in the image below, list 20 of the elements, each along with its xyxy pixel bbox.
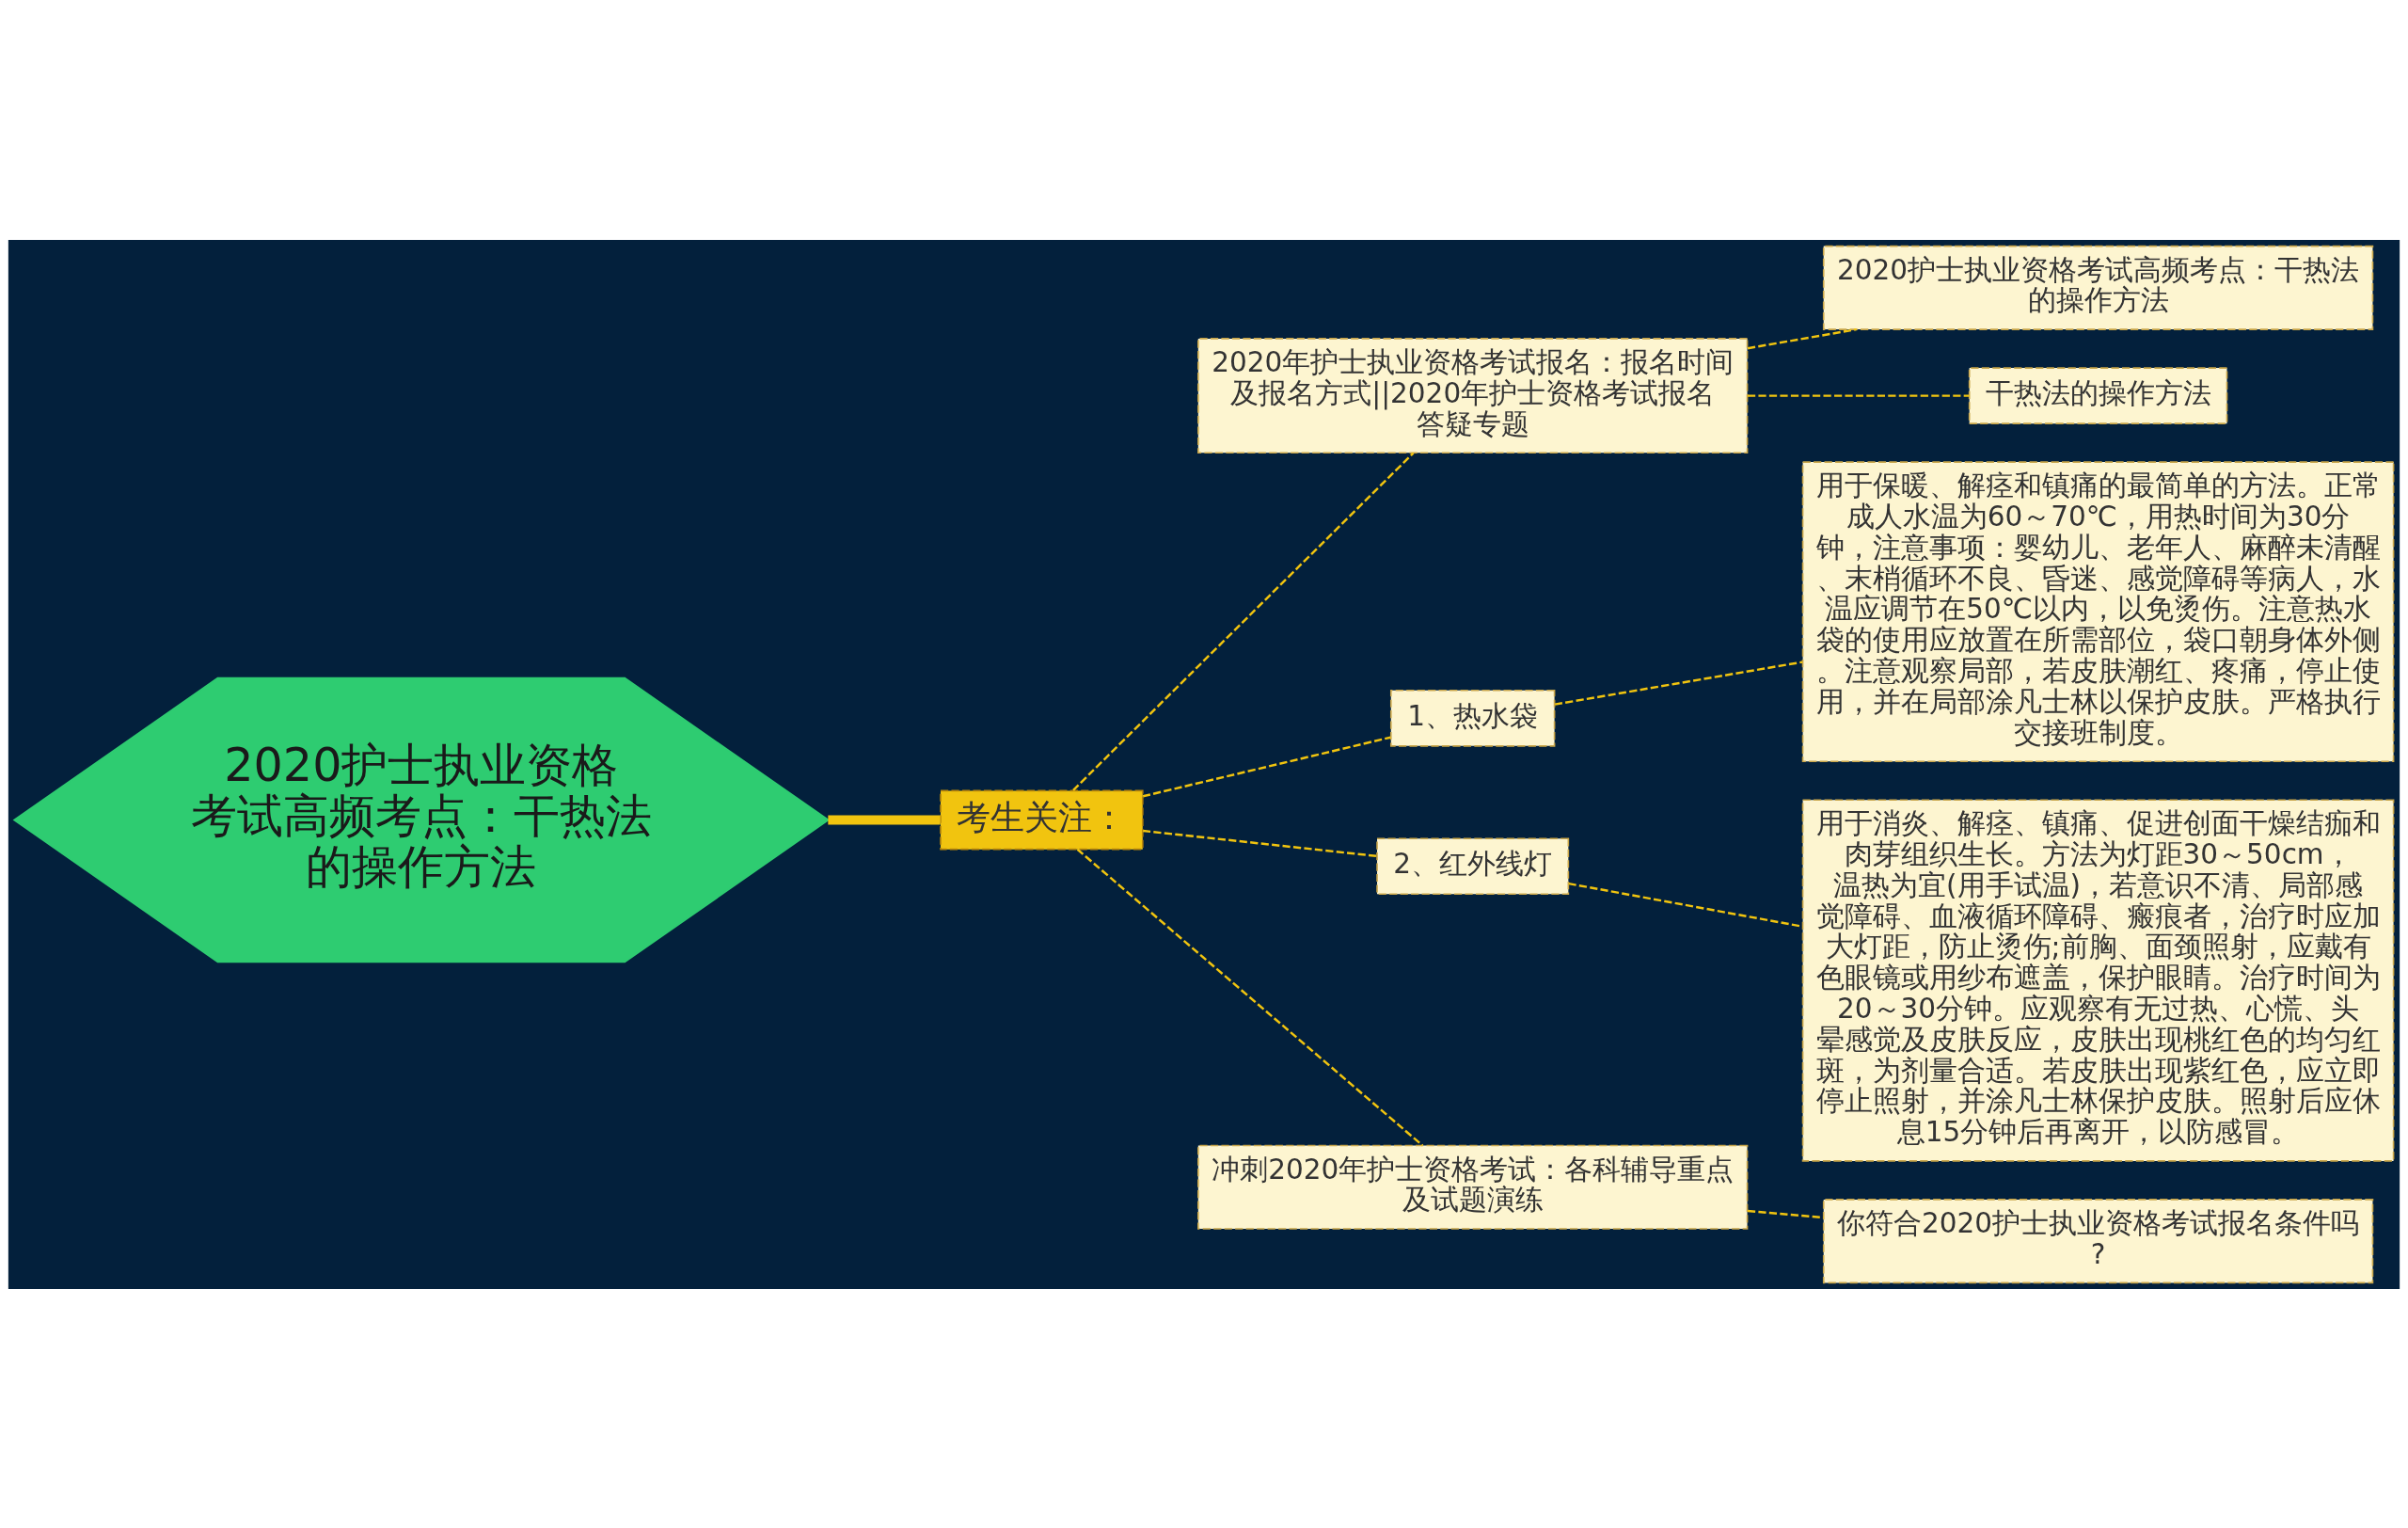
connector: [828, 815, 941, 824]
node-box: 干热法的操作方法: [1968, 366, 2228, 424]
node-box: 2020年护士执业资格考试报名：报名时间及报名方式||2020年护士资格考试报名答疑专题: [1197, 337, 1749, 454]
node-box: 2、红外线灯: [1376, 836, 1570, 895]
connector: [1076, 848, 1424, 1146]
node-box: 你符合2020护士执业资格考试报名条件吗?: [1822, 1198, 2374, 1283]
node-box: 2020护士执业资格考试高频考点：干热法的操作方法: [1822, 245, 2374, 330]
connector: [1143, 829, 1378, 857]
connector: [1747, 1209, 1824, 1218]
connector: [1072, 452, 1415, 791]
node-box: 冲刺2020年护士资格考试：各科辅导重点及试题演练: [1197, 1144, 1749, 1230]
connector: [1748, 393, 1970, 397]
connector: [1747, 327, 1857, 349]
connector: [1568, 882, 1803, 928]
connector: [1554, 660, 1803, 706]
connector: [1142, 736, 1391, 797]
node-box: 用于消炎、解痉、镇痛、促进创面干燥结痂和肉芽组织生长。方法为灯距30～50cm，温热为宜(用手试温)，若意识不清、局部感觉障碍、血液循环障碍、瘢痕者，治疗时应加大灯距，防止烫伤;前胸、面颈照射，应戴有色眼镜或用纱布遮盖，保护眼睛。治疗时间为20～30分钟。应观察有无过热、心慌、头晕感觉及皮肤反应，皮肤出现桃红色的均匀红斑，为剂量合适。若皮肤出现紫红色，应立即停止照射，并涂凡士林保护皮肤。照射后应休息15分钟后再离开，以防感冒。: [1801, 798, 2395, 1162]
node-box: 用于保暖、解痉和镇痛的最简单的方法。正常成人水温为60～70℃，用热时间为30分钟，注意事项：婴幼儿、老年人、麻醉未清醒、末梢循环不良、昏迷、感觉障碍等病人，水温应调节在50℃以内，以免烫伤。注意热水袋的使用应放置在所需部位，袋口朝身体外侧。注意观察局部，若皮肤潮红、疼痛，停止使用，并在局部涂凡士林以保护皮肤。严格执行交接班制度。: [1801, 460, 2395, 762]
node-box: 1、热水袋: [1389, 689, 1556, 747]
node-box: 考生关注：: [940, 789, 1144, 850]
